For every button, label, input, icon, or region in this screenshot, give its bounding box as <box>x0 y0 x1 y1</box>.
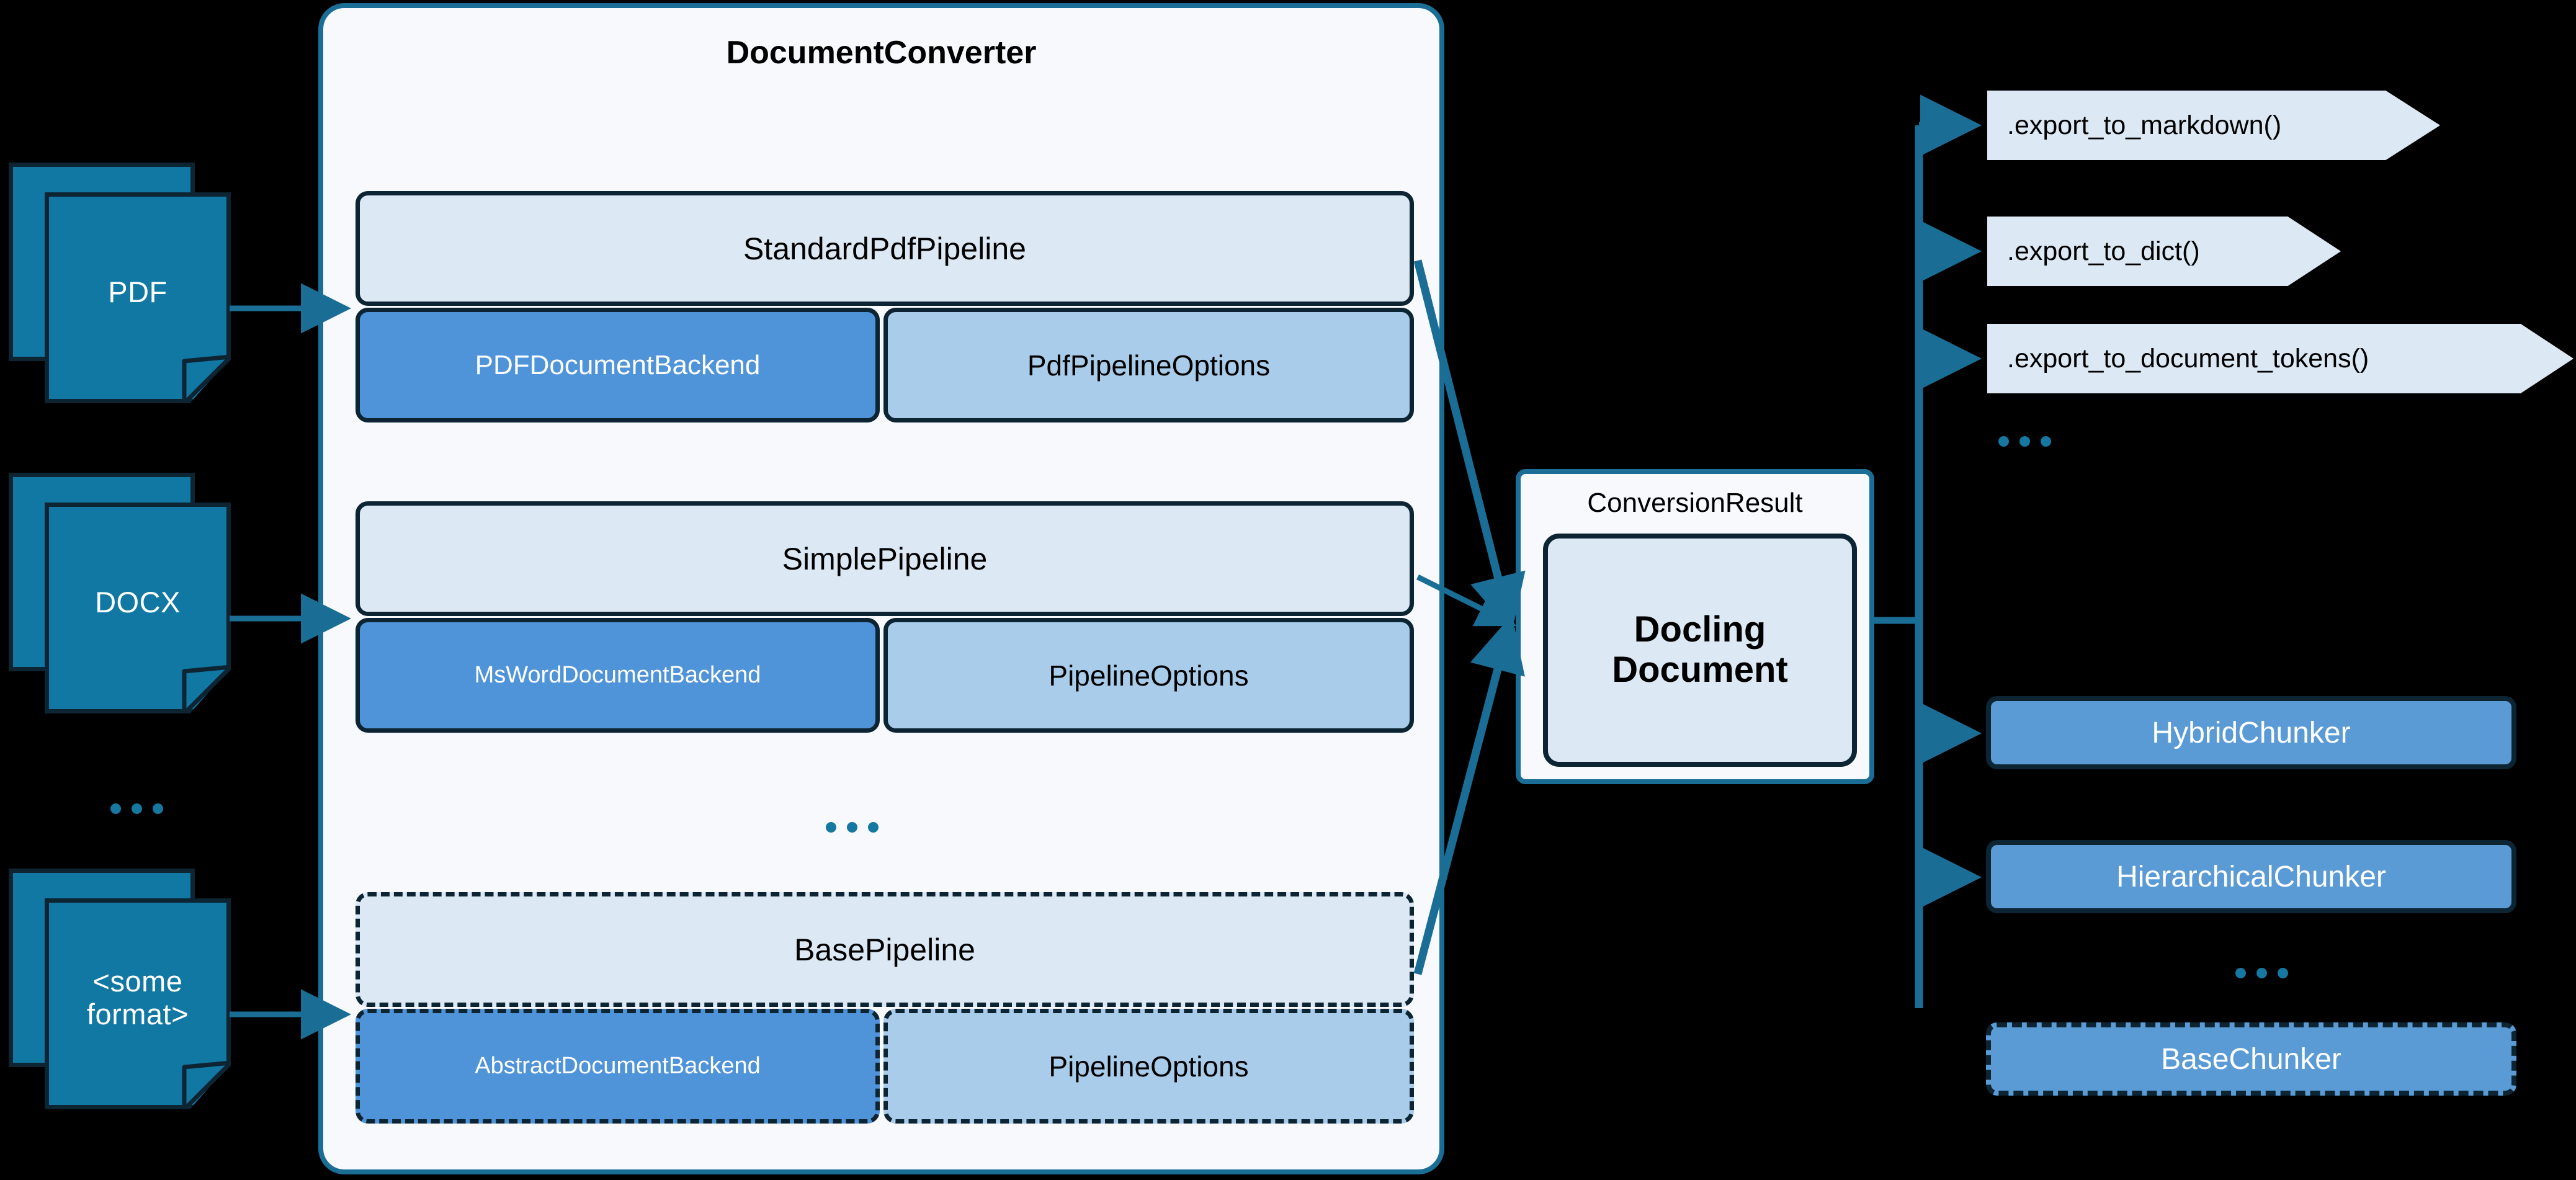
dot <box>153 803 163 814</box>
export-to-markdown-chip[interactable]: .export_to_markdown() <box>1987 91 2440 160</box>
doc-front-sheet: PDF <box>45 192 231 403</box>
export-label: .export_to_document_tokens() <box>2007 343 2369 373</box>
dot <box>1998 436 2009 447</box>
pipeline-ellipsis <box>826 822 879 833</box>
pipeline-options[interactable]: PdfPipelineOptions <box>883 308 1414 422</box>
chunker-hybrid[interactable]: HybridChunker <box>1986 696 2516 769</box>
dot <box>2278 968 2288 978</box>
pipeline-backend[interactable]: AbstractDocumentBackend <box>356 1009 880 1124</box>
pipeline-backend[interactable]: MsWordDocumentBackend <box>356 618 880 733</box>
pipeline-name: BasePipeline <box>356 892 1414 1007</box>
pipeline-members: PDFDocumentBackend PdfPipelineOptions <box>356 308 1414 422</box>
dot <box>2041 436 2051 447</box>
chunker-label: HierarchicalChunker <box>2116 860 2386 893</box>
chunker-base[interactable]: BaseChunker <box>1986 1022 2516 1096</box>
docling-document-line2: Document <box>1612 650 1788 690</box>
conversion-result-title: ConversionResult <box>1587 488 1803 518</box>
docling-document-line1: Docling <box>1634 609 1766 650</box>
input-doc-pdf[interactable]: PDF <box>9 163 235 408</box>
chunkers-ellipsis <box>2235 968 2288 978</box>
input-doc-label: DOCX <box>95 585 181 619</box>
pipeline-name: SimplePipeline <box>356 501 1414 616</box>
dot <box>132 803 142 814</box>
pipeline-members: AbstractDocumentBackend PipelineOptions <box>356 1009 1414 1124</box>
page-title: DocumentConverter <box>726 35 1037 71</box>
pipeline-options[interactable]: PipelineOptions <box>883 618 1414 733</box>
pipeline-options[interactable]: PipelineOptions <box>883 1009 1414 1124</box>
input-ellipsis <box>110 803 163 814</box>
document-converter-panel: DocumentConverter StandardPdfPipeline PD… <box>318 3 1444 1174</box>
export-to-document-tokens-chip[interactable]: .export_to_document_tokens() <box>1987 324 2574 393</box>
pipeline-simple[interactable]: SimplePipeline MsWordDocumentBackend Pip… <box>356 501 1414 733</box>
dot <box>2235 968 2246 978</box>
dot <box>826 822 836 833</box>
exports-ellipsis <box>1998 436 2051 447</box>
dot <box>868 822 879 833</box>
pipeline-standard-pdf[interactable]: StandardPdfPipeline PDFDocumentBackend P… <box>356 191 1414 422</box>
doc-front-sheet: <some format> <box>45 898 231 1109</box>
pipeline-base[interactable]: BasePipeline AbstractDocumentBackend Pip… <box>356 892 1414 1124</box>
export-label: .export_to_markdown() <box>2007 110 2282 140</box>
conversion-result-panel: ConversionResult Docling Document <box>1516 469 1874 784</box>
pipeline-name: StandardPdfPipeline <box>356 191 1414 306</box>
chunker-label: BaseChunker <box>2161 1042 2341 1076</box>
input-doc-label: PDF <box>108 275 168 308</box>
export-to-dict-chip[interactable]: .export_to_dict() <box>1987 217 2341 286</box>
chunker-hierarchical[interactable]: HierarchicalChunker <box>1986 840 2516 913</box>
dot <box>2256 968 2267 978</box>
pipeline-members: MsWordDocumentBackend PipelineOptions <box>356 618 1414 733</box>
docling-document-box[interactable]: Docling Document <box>1543 534 1857 767</box>
chunker-label: HybridChunker <box>2152 716 2351 749</box>
dot <box>110 803 121 814</box>
pipeline-backend[interactable]: PDFDocumentBackend <box>356 308 880 422</box>
input-doc-label: <some format> <box>86 965 189 1030</box>
dot <box>847 822 857 833</box>
input-doc-docx[interactable]: DOCX <box>9 473 235 718</box>
doc-front-sheet: DOCX <box>45 503 231 713</box>
export-label: .export_to_dict() <box>2007 236 2200 266</box>
input-doc-some-format[interactable]: <some format> <box>9 869 235 1114</box>
dot <box>2019 436 2030 447</box>
